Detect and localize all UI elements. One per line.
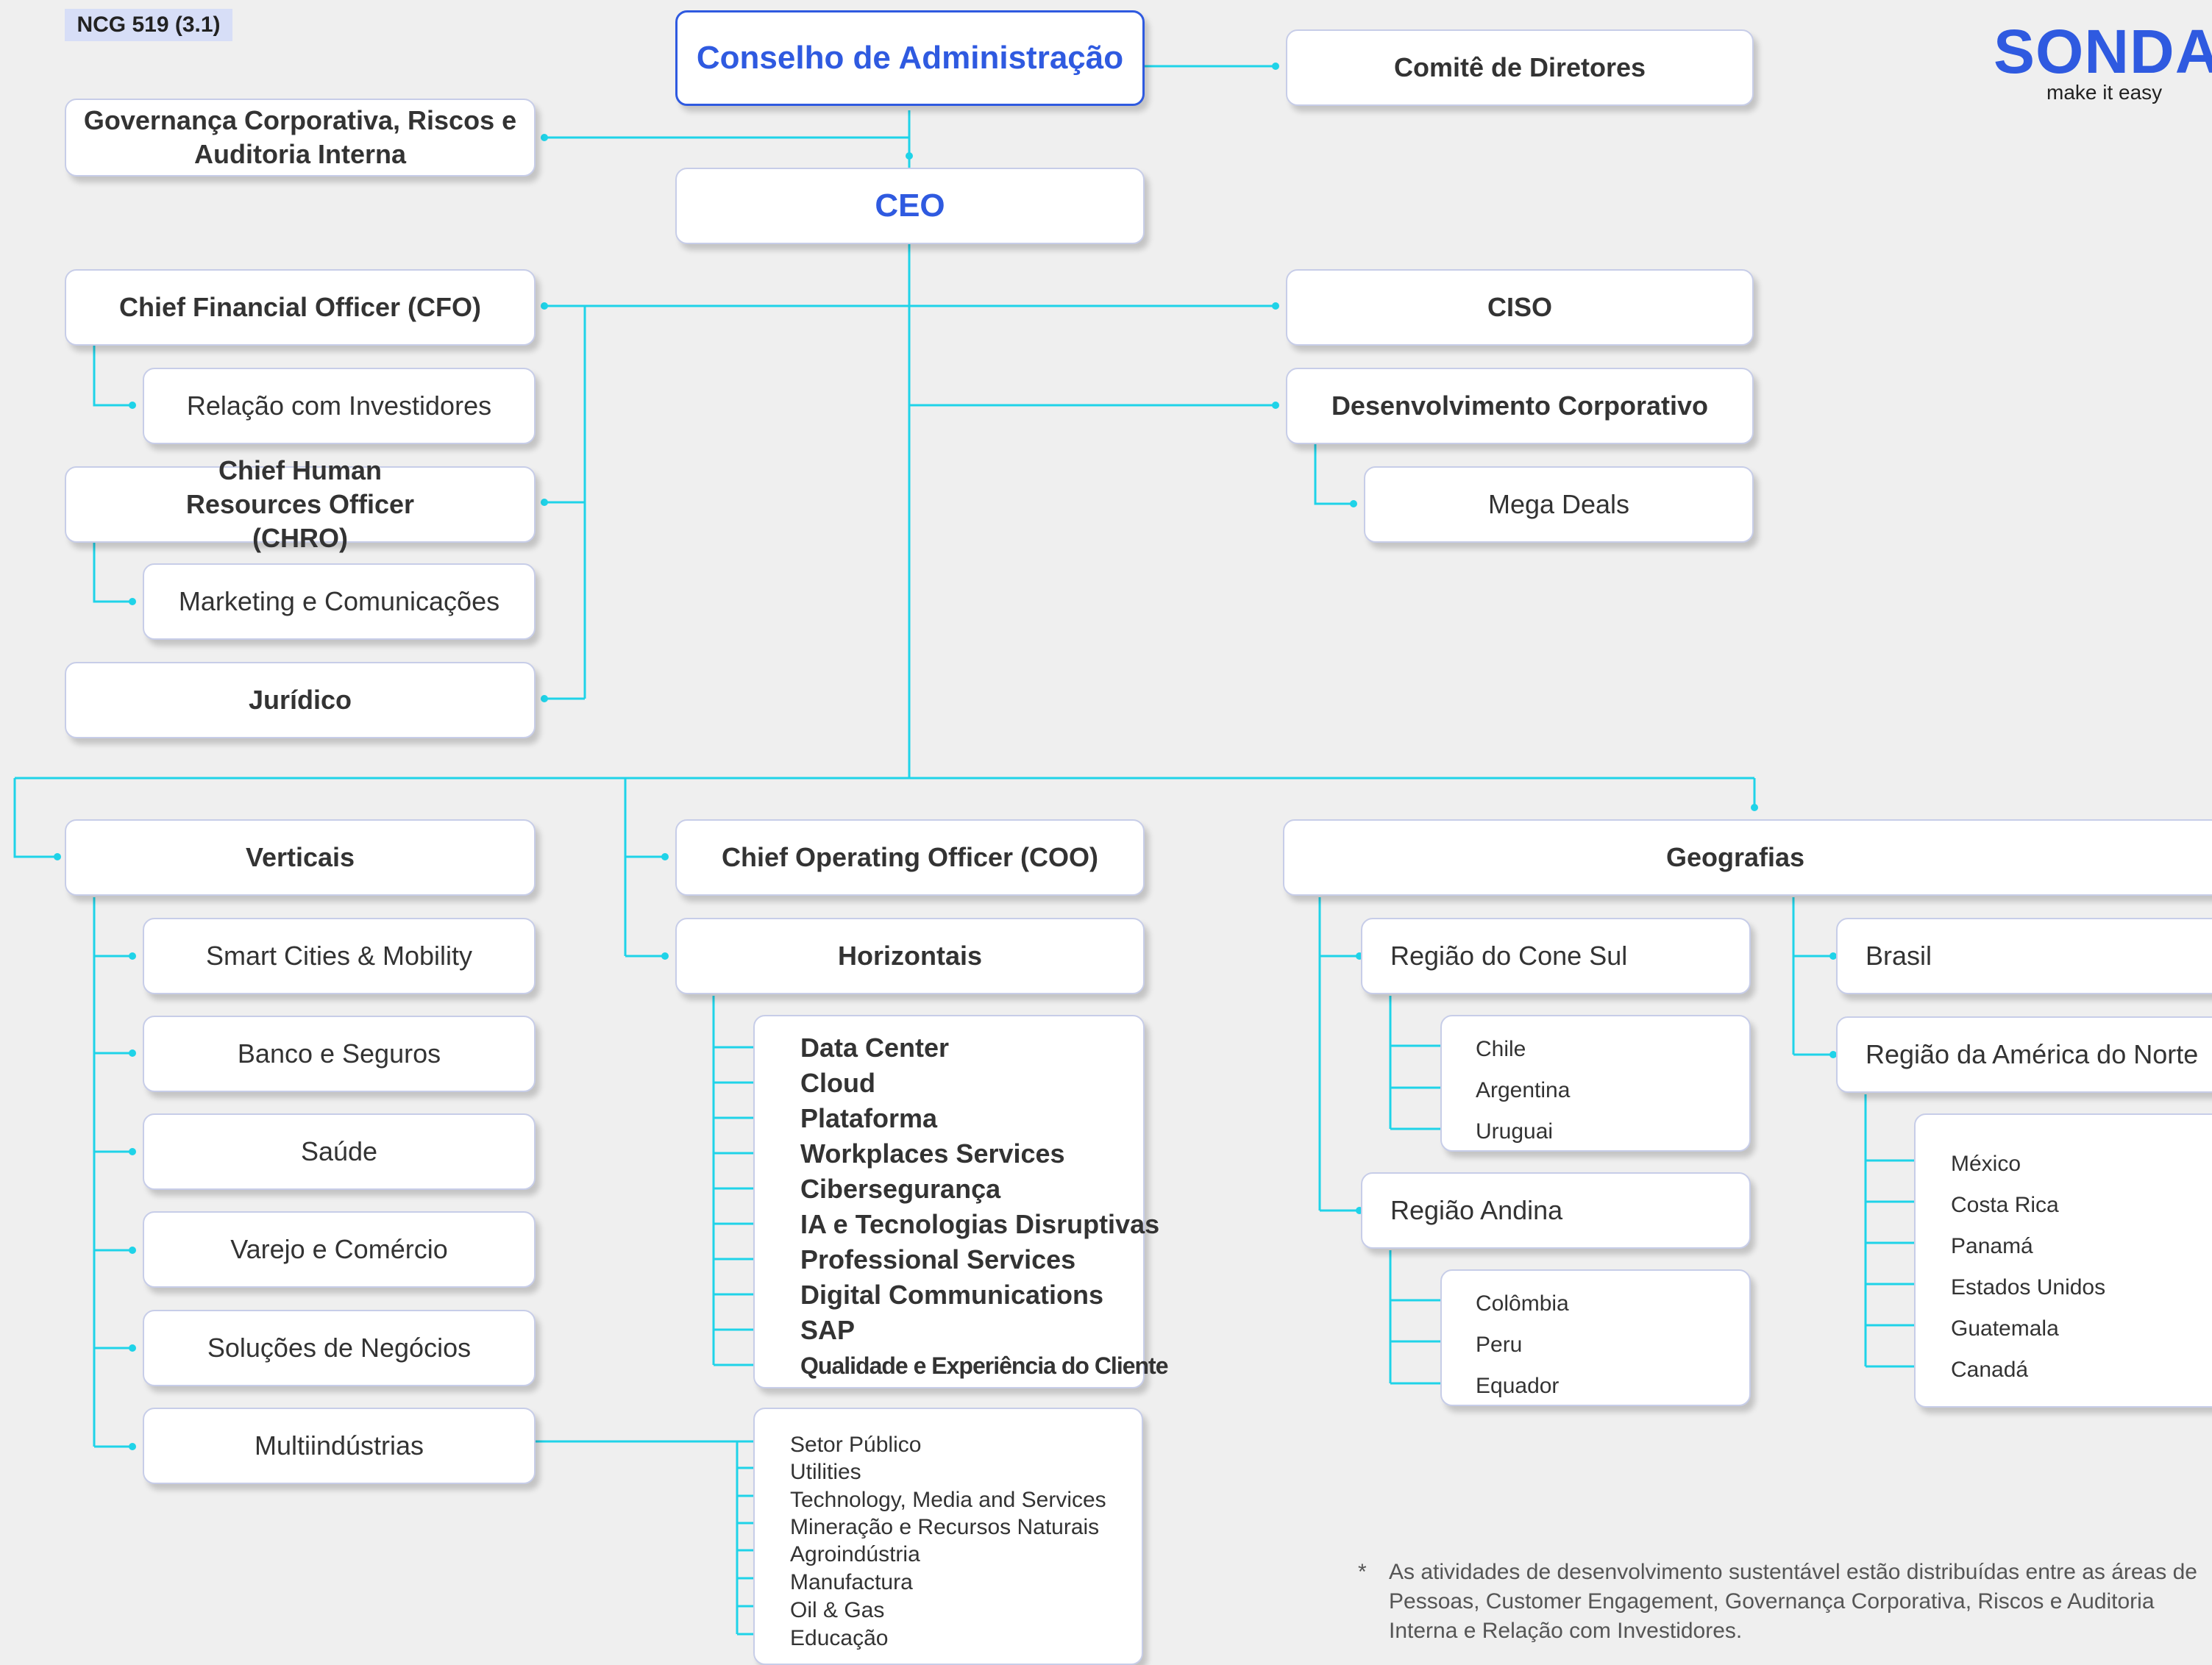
ceo-box: CEO: [675, 168, 1145, 244]
coo-box: Chief Operating Officer (COO): [675, 819, 1145, 896]
logo-wordmark: SONDA: [1994, 17, 2212, 86]
ciso-box: CISO: [1286, 269, 1754, 346]
list-item: Setor Público: [790, 1433, 922, 1457]
sonda-logo: SONDA make it easy: [1994, 17, 2212, 104]
list-item: Digital Communications: [800, 1280, 1104, 1310]
cone-sul-list: Chile Argentina Uruguai: [1440, 1015, 1751, 1152]
logo-slogan: make it easy: [2046, 81, 2163, 104]
list-item: Mineração e Recursos Naturais: [790, 1515, 1100, 1539]
cone-sul-box: Região do Cone Sul: [1361, 918, 1751, 994]
list-item: Cloud: [800, 1068, 875, 1098]
list-item: Technology, Media and Services: [790, 1488, 1106, 1512]
list-item: México: [1951, 1152, 2021, 1176]
investor-relations-box: Relação com Investidores: [143, 368, 536, 444]
multiindustrias-list: Setor Público Utilities Technology, Medi…: [753, 1408, 1143, 1665]
list-item: Data Center: [800, 1033, 950, 1063]
vertical-item-smart-cities: Smart Cities & Mobility: [143, 918, 536, 994]
corp-dev-box: Desenvolvimento Corporativo: [1286, 368, 1754, 444]
list-item: Educação: [790, 1626, 889, 1650]
list-item: Plataforma: [800, 1103, 938, 1133]
horizontais-list: Data Center Cloud Plataforma Workplaces …: [753, 1015, 1168, 1388]
committee-box: Comitê de Diretores: [1286, 29, 1754, 106]
list-item: IA e Tecnologias Disruptivas: [800, 1209, 1160, 1239]
list-item: Chile: [1476, 1037, 1526, 1061]
vertical-item-varejo: Varejo e Comércio: [143, 1211, 536, 1288]
america-norte-list: México Costa Rica Panamá Estados Unidos …: [1914, 1113, 2212, 1408]
list-item: Guatemala: [1951, 1316, 2059, 1341]
brasil-box: Brasil: [1836, 918, 2212, 994]
list-item: Oil & Gas: [790, 1598, 885, 1622]
horizontais-box: Horizontais: [675, 918, 1145, 994]
list-item: Colômbia: [1476, 1291, 1569, 1316]
verticais-box: Verticais: [65, 819, 536, 896]
list-item: Panamá: [1951, 1234, 2033, 1258]
list-item: Cibersegurança: [800, 1174, 1001, 1204]
list-item: Costa Rica: [1951, 1193, 2059, 1217]
vertical-item-banco: Banco e Seguros: [143, 1016, 536, 1092]
list-item: Uruguai: [1476, 1119, 1554, 1144]
list-item: Agroindústria: [790, 1542, 920, 1566]
list-item: Utilities: [790, 1460, 861, 1484]
footnote-marker: *: [1358, 1560, 1367, 1584]
list-item: Manufactura: [790, 1570, 913, 1594]
governance-box: Governança Corporativa, Riscos e Auditor…: [65, 99, 536, 177]
list-item: Argentina: [1476, 1078, 1571, 1102]
andina-list: Colômbia Peru Equador: [1440, 1269, 1751, 1406]
list-item: Equador: [1476, 1374, 1560, 1398]
list-item: Peru: [1476, 1333, 1523, 1357]
regulation-tag: NCG 519 (3.1): [65, 9, 232, 41]
footnote-text: As atividades de desenvolvimento sustent…: [1389, 1560, 2197, 1643]
mega-deals-box: Mega Deals: [1364, 466, 1754, 543]
board-box: Conselho de Administração: [675, 10, 1145, 106]
list-item: Estados Unidos: [1951, 1275, 2106, 1299]
andina-box: Região Andina: [1361, 1172, 1751, 1249]
marketing-box: Marketing e Comunicações: [143, 563, 536, 640]
cfo-box: Chief Financial Officer (CFO): [65, 269, 536, 346]
vertical-item-multiindustrias: Multiindústrias: [143, 1408, 536, 1484]
legal-box: Jurídico: [65, 662, 536, 738]
list-item: Workplaces Services: [800, 1138, 1065, 1169]
list-item: Qualidade e Experiência do Cliente: [800, 1352, 1168, 1379]
america-norte-box: Região da América do Norte: [1836, 1016, 2212, 1093]
list-item: SAP: [800, 1315, 856, 1345]
vertical-item-solucoes: Soluções de Negócios: [143, 1310, 536, 1386]
chro-box: Chief Human Resources Officer (CHRO): [65, 455, 536, 553]
geografias-box: Geografias: [1283, 819, 2212, 896]
list-item: Canadá: [1951, 1358, 2029, 1382]
vertical-item-saude: Saúde: [143, 1113, 536, 1190]
list-item: Professional Services: [800, 1244, 1076, 1274]
